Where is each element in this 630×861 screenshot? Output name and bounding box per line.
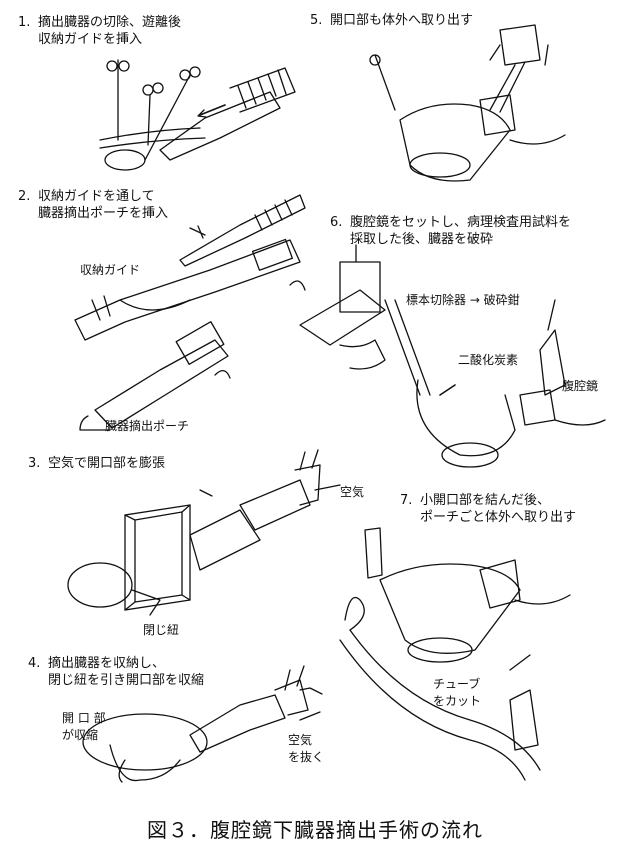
label-laparoscope: 腹腔鏡 bbox=[562, 379, 599, 393]
step-4-number: 4. bbox=[28, 656, 41, 671]
step-2-number: 2. bbox=[18, 189, 31, 204]
label-air-in: 空気 bbox=[340, 485, 365, 499]
illustration-step-7 bbox=[340, 528, 570, 780]
illustration-step-5 bbox=[370, 25, 565, 181]
label-closing-string: 閉じ紐 bbox=[143, 623, 180, 637]
label-air-remove: 空気 を抜く bbox=[288, 733, 325, 764]
label-tube-cut: チューブ をカット bbox=[433, 677, 482, 708]
step-2-description: 収納ガイドを通して 臓器摘出ポーチを挿入 bbox=[38, 189, 169, 221]
step-4-description: 摘出臓器を収納し、 閉じ紐を引き開口部を収縮 bbox=[48, 656, 205, 688]
step-3-number: 3. bbox=[28, 456, 41, 471]
illustration-step-3 bbox=[68, 450, 340, 615]
illustration-step-6 bbox=[300, 245, 605, 467]
figure-caption: 図３．腹腔鏡下臓器摘出手術の流れ bbox=[147, 818, 483, 842]
step-1-number: 1. bbox=[18, 15, 31, 30]
step-7-number: 7. bbox=[400, 493, 413, 508]
step-5-number: 5. bbox=[310, 13, 323, 28]
label-co2: 二酸化炭素 bbox=[458, 353, 519, 367]
step-6-number: 6. bbox=[330, 215, 343, 230]
label-specimen-cutter: 標本切除器 → 破砕鉗 bbox=[406, 293, 520, 307]
step-1-description: 摘出臓器の切除、遊離後 収納ガイドを挿入 bbox=[38, 15, 182, 47]
step-6-description: 腹腔鏡をセットし、病理検査用試料を 採取した後、臓器を破砕 bbox=[350, 215, 572, 247]
step-5-description: 開口部も体外へ取り出す bbox=[330, 13, 474, 28]
illustration-step-2 bbox=[75, 195, 305, 430]
label-storage-guide: 収納ガイド bbox=[80, 263, 141, 277]
step-7-description: 小開口部を結んだ後、 ポーチごと体外へ取り出す bbox=[420, 493, 577, 525]
illustration-step-1 bbox=[100, 60, 295, 170]
illustration-step-4 bbox=[83, 666, 322, 782]
step-3-description: 空気で開口部を膨張 bbox=[48, 456, 166, 471]
label-opening-contracted: 開 口 部 が収縮 bbox=[62, 711, 106, 742]
label-organ-pouch: 臓器摘出ポーチ bbox=[105, 419, 190, 433]
